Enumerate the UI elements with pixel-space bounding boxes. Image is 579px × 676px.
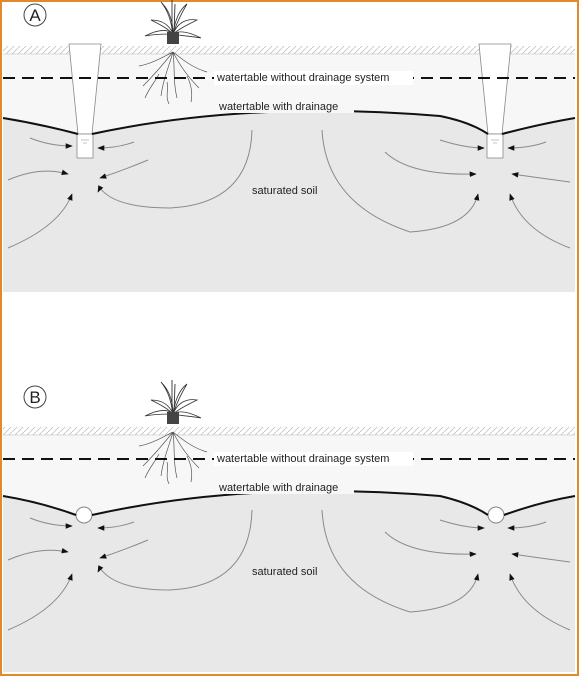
label-saturated-soil-b: saturated soil — [252, 566, 317, 578]
ground-surface-a — [3, 46, 575, 54]
drain-pipe-left-b — [75, 506, 93, 524]
panel-a-badge — [23, 3, 47, 27]
panel-b: B watertable without drainage system wat… — [2, 379, 576, 672]
label-watertable-with-b: watertable with drainage — [218, 482, 338, 494]
drain-pipe-right-b — [487, 506, 505, 524]
label-watertable-without-b: watertable without drainage system — [216, 453, 389, 465]
panel-b-badge — [23, 385, 47, 409]
panel-a-letter: A — [29, 6, 41, 25]
ground-surface-b — [3, 427, 575, 435]
panel-a: A watertable without drainage system wat… — [2, 0, 576, 292]
flow-lines-b — [7, 509, 571, 631]
saturated-soil-b — [3, 490, 575, 672]
ditch-right-a — [478, 43, 512, 159]
label-saturated-soil-a: saturated soil — [252, 185, 317, 197]
saturated-soil-a — [3, 110, 575, 292]
label-watertable-with-a: watertable with drainage — [218, 101, 338, 113]
flow-lines-a — [7, 129, 571, 249]
ditch-left-a — [68, 43, 102, 159]
label-watertable-without-a: watertable without drainage system — [216, 72, 389, 84]
panel-b-letter: B — [29, 388, 40, 407]
